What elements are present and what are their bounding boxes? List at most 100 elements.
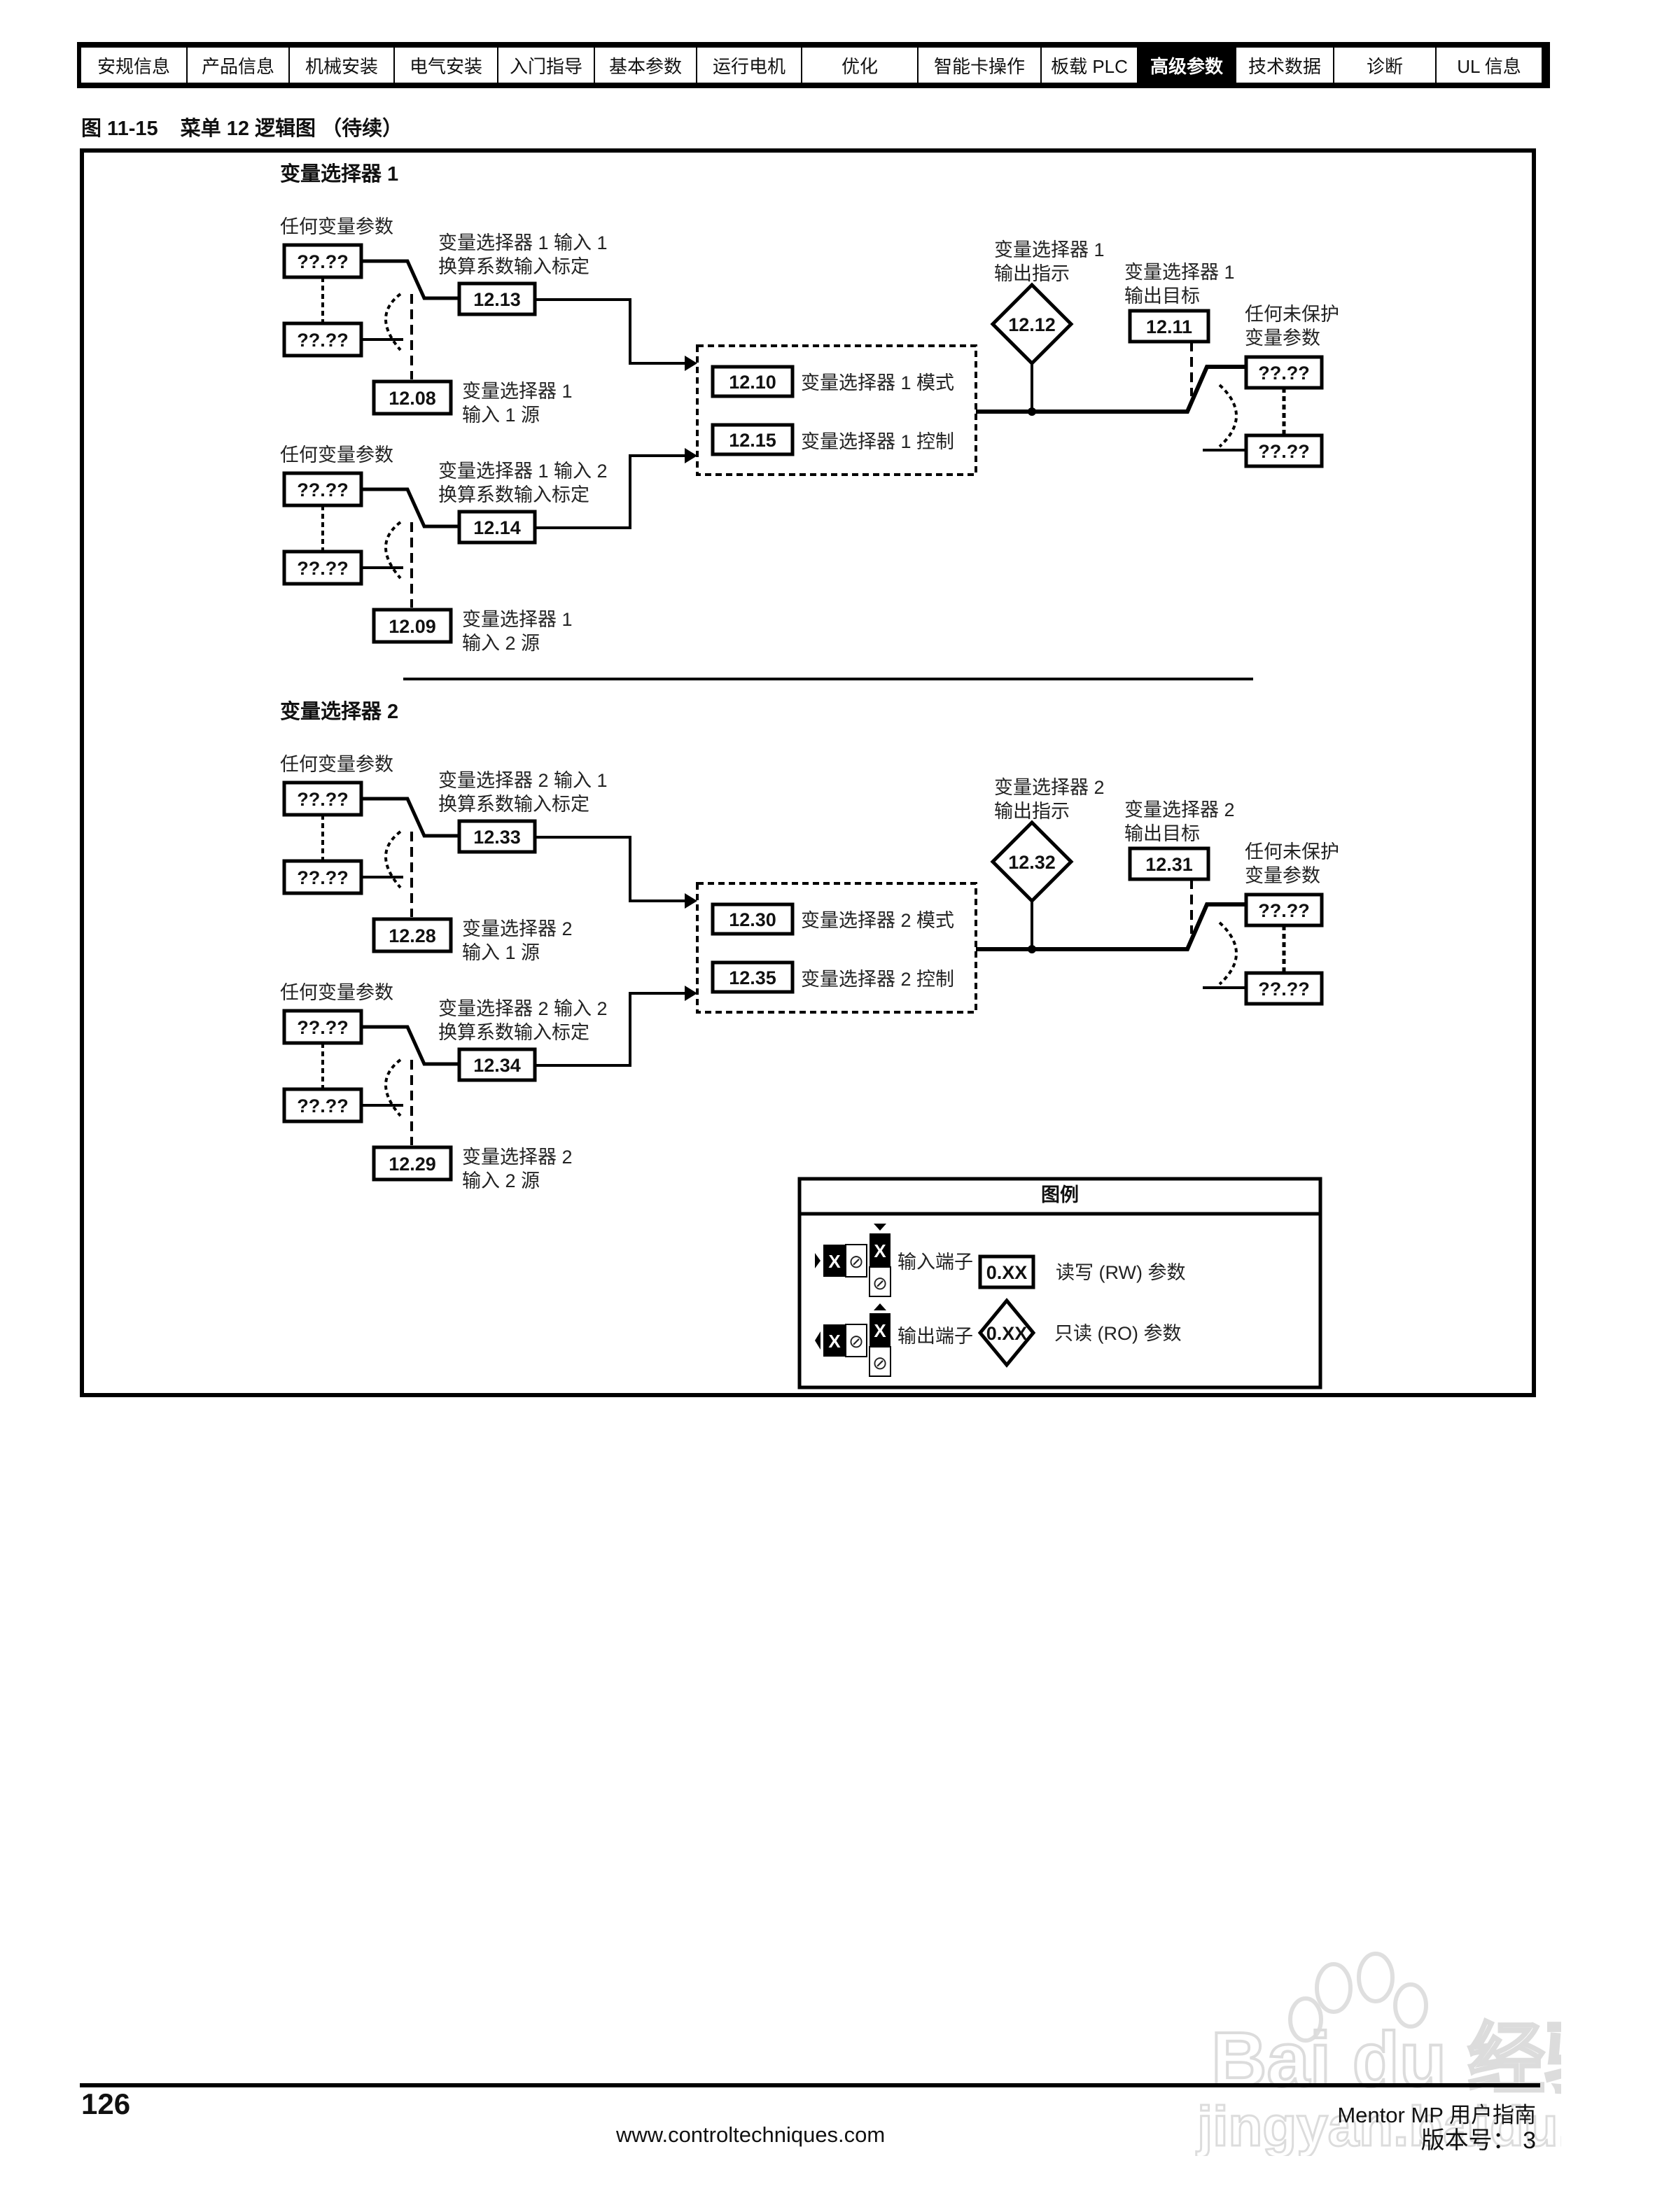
control-label: 变量选择器 1 控制 <box>801 431 954 452</box>
terminal-x-cell <box>823 1245 846 1277</box>
nav-tab-13[interactable]: UL 信息 <box>1437 48 1543 83</box>
up-arrow-icon <box>874 1303 886 1310</box>
source-param-box-frame <box>372 1145 453 1182</box>
scaling-label-line2: 换算系数输入标定 <box>438 1022 589 1043</box>
scaling-label-line2: 换算系数输入标定 <box>438 484 589 505</box>
signal-arrow <box>685 448 697 463</box>
nav-tab-9[interactable]: 板载 PLC <box>1042 48 1138 83</box>
scaling-label-line2: 换算系数输入标定 <box>438 256 589 277</box>
control-param-box: 12.35 <box>711 960 795 994</box>
switch-line <box>361 259 459 300</box>
switch-arc-dotted <box>384 521 402 580</box>
scaling-label-line1: 变量选择器 1 输入 2 <box>438 461 608 482</box>
terminal-x-glyph: X <box>874 1320 886 1341</box>
nav-tab-6[interactable]: 运行电机 <box>697 48 802 83</box>
mode-param-box-frame <box>711 902 795 936</box>
scaling-label-line1: 变量选择器 2 输入 2 <box>438 998 608 1019</box>
nav-tab-11[interactable]: 技术数据 <box>1236 48 1334 83</box>
terminal-x-glyph: X <box>828 1251 841 1272</box>
scaling-param-box: 12.33 <box>457 819 537 854</box>
nav-tab-10[interactable]: 高级参数 <box>1138 48 1236 83</box>
website-link[interactable]: www.controltechniques.com <box>616 2122 886 2147</box>
dest-param-box-top-value: ??.?? <box>1258 900 1309 921</box>
switch-line <box>361 1025 459 1066</box>
nav-tab-2[interactable]: 机械安装 <box>290 48 395 83</box>
switch-line <box>361 487 459 528</box>
nav-tab-4[interactable]: 入门指导 <box>498 48 595 83</box>
input-param-box-top-value: ??.?? <box>297 251 348 272</box>
output-dest-label-line2: 输出目标 <box>1124 823 1200 844</box>
dest-param-box-bottom: ??.?? <box>1244 433 1324 468</box>
signal-arrow <box>685 893 697 909</box>
input-param-box-bottom: ??.?? <box>282 859 363 895</box>
switch-line <box>361 797 459 838</box>
input-terminal-v-icon: X⊘ <box>869 1224 891 1297</box>
selector-heading: 变量选择器 2 <box>280 699 398 723</box>
terminal-slash-cell <box>869 1266 891 1297</box>
source-param-box-value: 12.29 <box>389 1154 436 1175</box>
control-param-box-frame <box>711 960 795 994</box>
nav-tab-8[interactable]: 智能卡操作 <box>919 48 1042 83</box>
nav-tab-3[interactable]: 电气安装 <box>395 48 498 83</box>
function-block-dashed <box>696 344 977 476</box>
dest-param-box-bottom-value: ??.?? <box>1258 979 1309 1000</box>
terminal-x-glyph: X <box>874 1240 886 1261</box>
source-label-line2: 输入 2 源 <box>462 1170 540 1191</box>
dest-param-box-top: ??.?? <box>1244 892 1324 927</box>
source-label-line1: 变量选择器 1 <box>462 609 573 630</box>
signal-route <box>535 992 685 1067</box>
input-param-box-top: ??.?? <box>282 1009 363 1045</box>
guide-title: Mentor MP 用户指南 <box>1337 2103 1536 2127</box>
terminal-x-cell <box>823 1324 846 1357</box>
rw-param-symbol: 0.XX <box>978 1254 1035 1289</box>
input-param-box-top-value: ??.?? <box>297 789 348 810</box>
mode-param-box-value: 12.30 <box>729 909 776 930</box>
output-indicator-label-line2: 输出指示 <box>994 801 1070 822</box>
output-switch-line <box>976 365 1246 414</box>
terminal-slash-glyph: ⊘ <box>849 1331 864 1352</box>
output-indicator-label-line1: 变量选择器 2 <box>994 777 1105 798</box>
nav-tab-12[interactable]: 诊断 <box>1334 48 1437 83</box>
scaling-label-line1: 变量选择器 2 输入 1 <box>438 770 608 791</box>
input-param-box-top-frame <box>282 243 363 279</box>
input-param-box-bottom-value: ??.?? <box>297 1096 348 1116</box>
input-param-box-bottom-value: ??.?? <box>297 558 348 579</box>
mode-param-box: 12.10 <box>711 365 795 398</box>
function-block-dashed <box>696 882 977 1014</box>
scaling-param-box-value: 12.33 <box>473 827 521 848</box>
input-param-box-top-value: ??.?? <box>297 479 348 500</box>
source-param-box-value: 12.28 <box>389 925 436 946</box>
terminal-x-glyph: X <box>828 1331 841 1352</box>
output-indicator-label-line2: 输出指示 <box>994 263 1070 284</box>
dest-param-box-top: ??.?? <box>1244 355 1324 390</box>
output-dest-label-line1: 变量选择器 1 <box>1124 262 1235 283</box>
control-param-box-value: 12.15 <box>729 430 776 451</box>
scaling-param-box-value: 12.13 <box>473 289 521 310</box>
input-param-box-bottom: ??.?? <box>282 321 363 358</box>
dest-arc-dotted <box>1218 921 1238 986</box>
nav-tab-0[interactable]: 安规信息 <box>81 48 188 83</box>
output-dest-label-line2: 输出目标 <box>1124 286 1200 307</box>
unprotected-label-line2: 变量参数 <box>1245 865 1320 886</box>
output-switch-line <box>976 902 1246 951</box>
any-variable-param-label: 任何变量参数 <box>280 982 393 1003</box>
page-number: 126 <box>81 2087 131 2120</box>
terminal-slash-cell <box>845 1244 867 1278</box>
output-terminal-label: 输出端子 <box>898 1326 973 1347</box>
nav-tab-1[interactable]: 产品信息 <box>188 48 290 83</box>
source-label-line1: 变量选择器 2 <box>462 918 573 939</box>
output-dest-param-box: 12.31 <box>1128 846 1210 881</box>
nav-tab-5[interactable]: 基本参数 <box>595 48 697 83</box>
dest-param-box-top-frame <box>1244 892 1324 927</box>
source-label-line2: 输入 2 源 <box>462 633 540 654</box>
dest-param-box-top-value: ??.?? <box>1258 363 1309 384</box>
dest-param-box-bottom-value: ??.?? <box>1258 441 1309 462</box>
unprotected-label-line2: 变量参数 <box>1245 328 1320 349</box>
dest-param-box-bottom-frame <box>1244 433 1324 468</box>
output-indicator-diamond: 12.32 <box>990 820 1074 904</box>
legend-title: 图例 <box>1041 1184 1079 1205</box>
unprotected-label-line1: 任何未保护 <box>1245 304 1339 325</box>
mode-param-box: 12.30 <box>711 902 795 936</box>
nav-tab-7[interactable]: 优化 <box>802 48 919 83</box>
